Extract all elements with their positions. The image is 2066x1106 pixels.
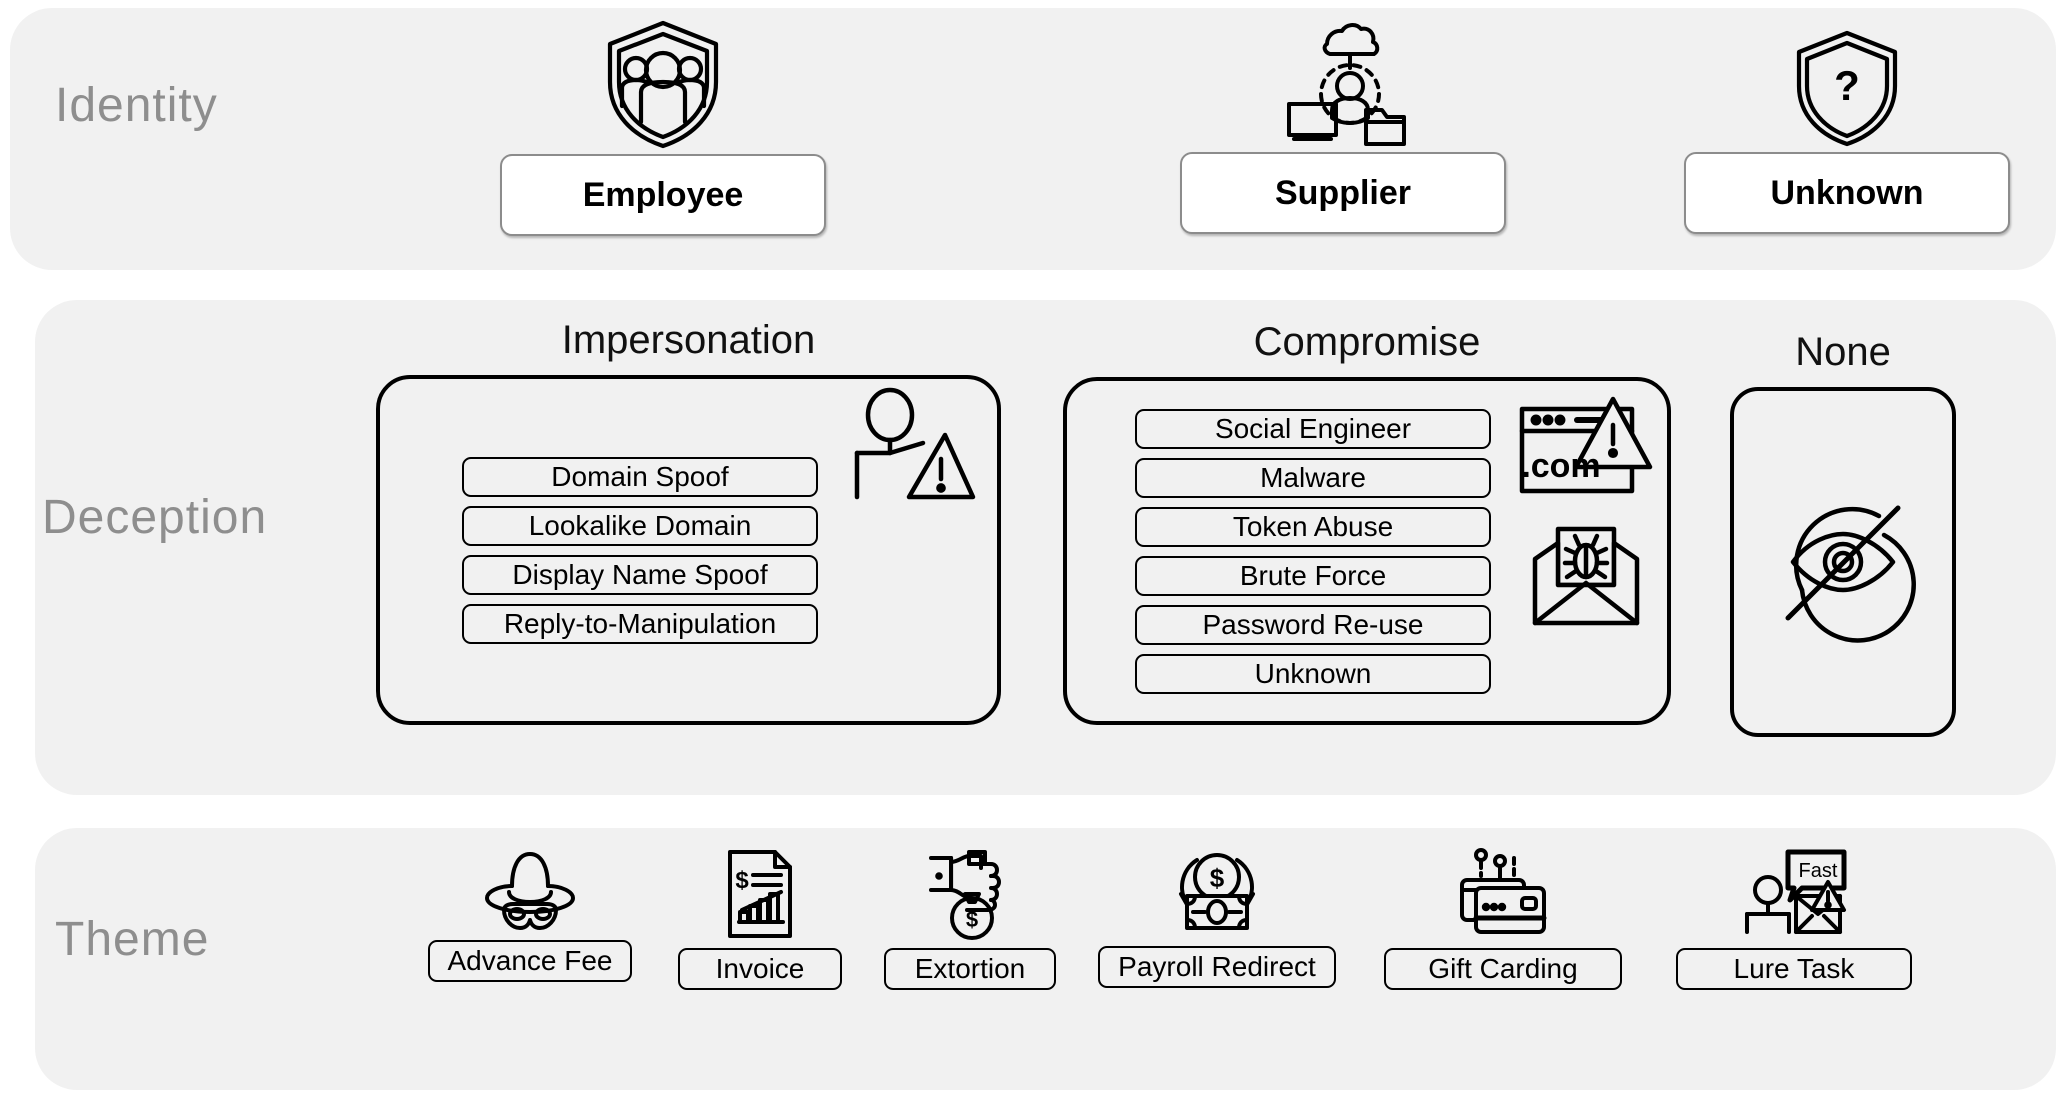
deception-group-none: None bbox=[1730, 330, 1956, 737]
browser-dotcom-warning-icon: .com bbox=[1519, 395, 1653, 505]
shield-question-glyph: ? bbox=[1834, 62, 1860, 109]
impersonation-side-icons bbox=[847, 387, 976, 507]
theme-chip-invoice[interactable]: Invoice bbox=[678, 948, 842, 990]
theme-row-label: Theme bbox=[55, 913, 210, 966]
identity-label-employee: Employee bbox=[582, 175, 744, 214]
compromise-card: Social Engineer Malware Token Abuse Brut… bbox=[1063, 377, 1671, 725]
chip-reply-to-manipulation[interactable]: Reply-to-Manipulation bbox=[462, 603, 818, 644]
theme-chip-label: Advance Fee bbox=[447, 945, 613, 976]
chip-token-abuse[interactable]: Token Abuse bbox=[1135, 506, 1491, 547]
identity-row-label: Identity bbox=[55, 79, 218, 132]
chip-social-engineer[interactable]: Social Engineer bbox=[1135, 408, 1491, 449]
identity-label-unknown: Unknown bbox=[1770, 173, 1924, 212]
deception-group-title-impersonation: Impersonation bbox=[561, 318, 816, 362]
deception-group-impersonation: Impersonation Domain Spoof Lookalike Dom… bbox=[376, 318, 1001, 725]
chip-malware[interactable]: Malware bbox=[1135, 457, 1491, 498]
theme-item-payroll-redirect[interactable]: $ Payroll Redirect bbox=[1098, 848, 1336, 988]
identity-item-supplier[interactable]: Supplier bbox=[1180, 18, 1506, 234]
deception-group-title-none: None bbox=[1795, 330, 1891, 374]
deception-row-band bbox=[35, 300, 2056, 795]
theme-row-band bbox=[35, 828, 2056, 1090]
theme-chip-extortion[interactable]: Extortion bbox=[884, 948, 1056, 990]
chip-label: Display Name Spoof bbox=[512, 558, 768, 590]
chip-label: Domain Spoof bbox=[551, 460, 729, 492]
chip-label: Brute Force bbox=[1239, 559, 1387, 591]
theme-chip-label: Lure Task bbox=[1733, 953, 1855, 984]
dotcom-text: .com bbox=[1521, 447, 1600, 485]
deception-group-title-compromise: Compromise bbox=[1253, 320, 1481, 364]
chip-password-re-use[interactable]: Password Re-use bbox=[1135, 604, 1491, 645]
identity-label-supplier: Supplier bbox=[1274, 173, 1412, 212]
shield-question-icon: ? bbox=[1793, 28, 1901, 148]
theme-item-advance-fee[interactable]: Advance Fee bbox=[428, 848, 632, 982]
identity-pill-employee[interactable]: Employee bbox=[500, 154, 826, 236]
eye-slash-icon bbox=[1771, 490, 1916, 643]
deception-row-label: Deception bbox=[42, 491, 268, 544]
chip-label: Unknown bbox=[1254, 657, 1372, 689]
person-warning-icon bbox=[847, 387, 976, 507]
svg-text:$: $ bbox=[735, 867, 749, 894]
impersonation-chip-list: Domain Spoof Lookalike Domain Display Na… bbox=[462, 456, 818, 644]
envelope-bug-icon bbox=[1532, 523, 1640, 627]
shield-people-icon bbox=[603, 18, 723, 150]
chip-lookalike-domain[interactable]: Lookalike Domain bbox=[462, 505, 818, 546]
spy-hat-mask-icon bbox=[482, 848, 578, 932]
theme-chip-gift-carding[interactable]: Gift Carding bbox=[1384, 948, 1622, 990]
identity-item-employee[interactable]: Employee bbox=[500, 18, 826, 236]
theme-chip-lure-task[interactable]: Lure Task bbox=[1676, 948, 1912, 990]
identity-pill-unknown[interactable]: Unknown bbox=[1684, 152, 2010, 234]
identity-pill-supplier[interactable]: Supplier bbox=[1180, 152, 1506, 234]
deception-group-compromise: Compromise Social Engineer Malware Token… bbox=[1063, 320, 1671, 725]
person-fast-email-icon: Fast bbox=[1740, 848, 1848, 940]
money-recycle-icon: $ bbox=[1167, 848, 1267, 938]
theme-chip-label: Invoice bbox=[715, 953, 805, 984]
compromise-side-icons: .com bbox=[1519, 395, 1653, 627]
chip-domain-spoof[interactable]: Domain Spoof bbox=[462, 456, 818, 497]
chip-label: Reply-to-Manipulation bbox=[503, 607, 777, 639]
chip-label: Password Re-use bbox=[1202, 608, 1424, 640]
svg-text:$: $ bbox=[1210, 863, 1225, 893]
chip-display-name-spoof[interactable]: Display Name Spoof bbox=[462, 554, 818, 595]
theme-item-gift-carding[interactable]: Gift Carding bbox=[1384, 848, 1622, 990]
svg-text:$: $ bbox=[966, 907, 978, 932]
chip-label: Token Abuse bbox=[1232, 510, 1394, 542]
fast-bubble-text: Fast bbox=[1799, 860, 1838, 882]
none-card bbox=[1730, 387, 1956, 737]
cloud-user-network-icon bbox=[1278, 18, 1408, 148]
chip-brute-force[interactable]: Brute Force bbox=[1135, 555, 1491, 596]
theme-item-lure-task[interactable]: Fast Lure Task bbox=[1676, 848, 1912, 990]
theme-item-extortion[interactable]: $ Extortion bbox=[884, 848, 1056, 990]
compromise-chip-list: Social Engineer Malware Token Abuse Brut… bbox=[1135, 408, 1491, 694]
theme-chip-payroll-redirect[interactable]: Payroll Redirect bbox=[1098, 946, 1336, 988]
gift-cards-icon bbox=[1452, 848, 1554, 940]
identity-item-unknown[interactable]: ? Unknown bbox=[1684, 28, 2010, 234]
theme-chip-advance-fee[interactable]: Advance Fee bbox=[428, 940, 632, 982]
fist-money-bag-icon: $ bbox=[929, 848, 1011, 940]
theme-chip-label: Gift Carding bbox=[1428, 953, 1578, 984]
theme-item-invoice[interactable]: $ Invoice bbox=[678, 848, 842, 990]
impersonation-card: Domain Spoof Lookalike Domain Display Na… bbox=[376, 375, 1001, 725]
theme-chip-label: Extortion bbox=[914, 953, 1026, 984]
chip-label: Social Engineer bbox=[1214, 412, 1412, 444]
chip-label: Lookalike Domain bbox=[528, 509, 752, 541]
chip-unknown[interactable]: Unknown bbox=[1135, 653, 1491, 694]
chip-label: Malware bbox=[1260, 461, 1366, 493]
invoice-document-icon: $ bbox=[725, 848, 795, 940]
theme-chip-label: Payroll Redirect bbox=[1118, 951, 1316, 982]
